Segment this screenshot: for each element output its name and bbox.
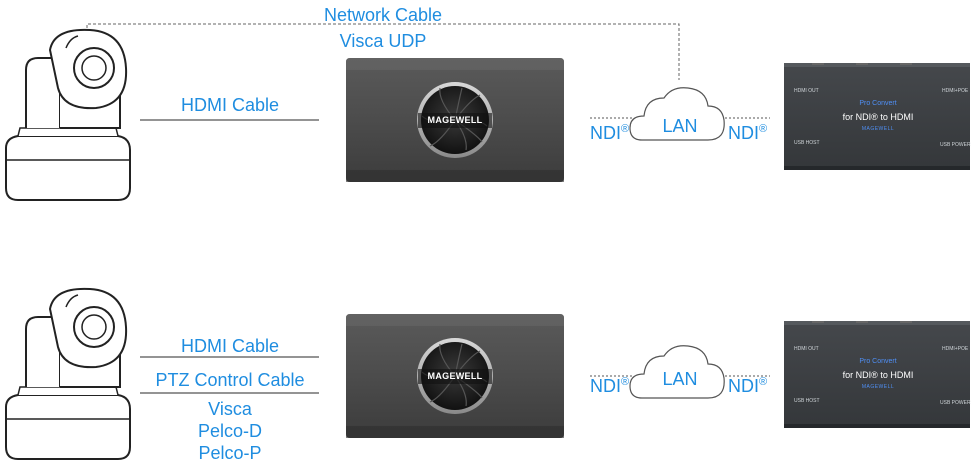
ndi-right-label: NDI®: [728, 376, 768, 396]
decoder-port-hdmi-poe: HDMI+POE: [942, 88, 969, 94]
decoder-port-usb-power: USB POWER: [940, 400, 971, 406]
encoder-device: [346, 314, 564, 438]
hdmi-cable-label: HDMI Cable: [180, 95, 280, 115]
encoder-brand-logo: MAGEWELL: [427, 371, 483, 381]
encoder-brand-logo: MAGEWELL: [427, 115, 483, 125]
ndi-right-label: NDI®: [728, 123, 768, 143]
decoder-port-hdmi-out: HDMI OUT: [794, 88, 819, 94]
network-cable-label: Network Cable: [323, 5, 443, 25]
decoder-port-usb-power: USB POWER: [940, 142, 971, 148]
lan-cloud-icon: [629, 345, 725, 399]
decoder-port-hdmi-poe: HDMI+POE: [942, 346, 969, 352]
ptz-camera-icon: [5, 287, 131, 460]
ndi-decoder-device: [784, 63, 970, 170]
decoder-subtitle: for NDI® to HDMI: [842, 112, 914, 122]
decoder-title: Pro Convert: [859, 100, 897, 107]
ptz-camera-icon: [5, 28, 131, 201]
ptz-control-cable-label: PTZ Control Cable: [155, 370, 305, 390]
ndi-decoder-device: [784, 321, 970, 428]
protocol-visca: Visca: [208, 399, 252, 419]
encoder-device: [346, 58, 564, 182]
decoder-port-usb-host: USB HOST: [794, 140, 820, 146]
lan-cloud-icon: [629, 87, 725, 141]
protocol-pelco-d: Pelco-D: [197, 421, 263, 441]
decoder-port-usb-host: USB HOST: [794, 398, 820, 404]
decoder-title: Pro Convert: [859, 358, 897, 365]
decoder-subtitle: for NDI® to HDMI: [842, 370, 914, 380]
decoder-brand: MAGEWELL: [861, 126, 895, 132]
ndi-left-label: NDI®: [590, 123, 630, 143]
lan-label: LAN: [662, 369, 698, 389]
decoder-brand: MAGEWELL: [861, 384, 895, 390]
ndi-left-label: NDI®: [590, 376, 630, 396]
lan-label: LAN: [662, 116, 698, 136]
protocol-pelco-p: Pelco-P: [198, 443, 262, 463]
hdmi-cable-label: HDMI Cable: [180, 336, 280, 356]
decoder-port-hdmi-out: HDMI OUT: [794, 346, 819, 352]
visca-udp-label: Visca UDP: [339, 31, 427, 51]
